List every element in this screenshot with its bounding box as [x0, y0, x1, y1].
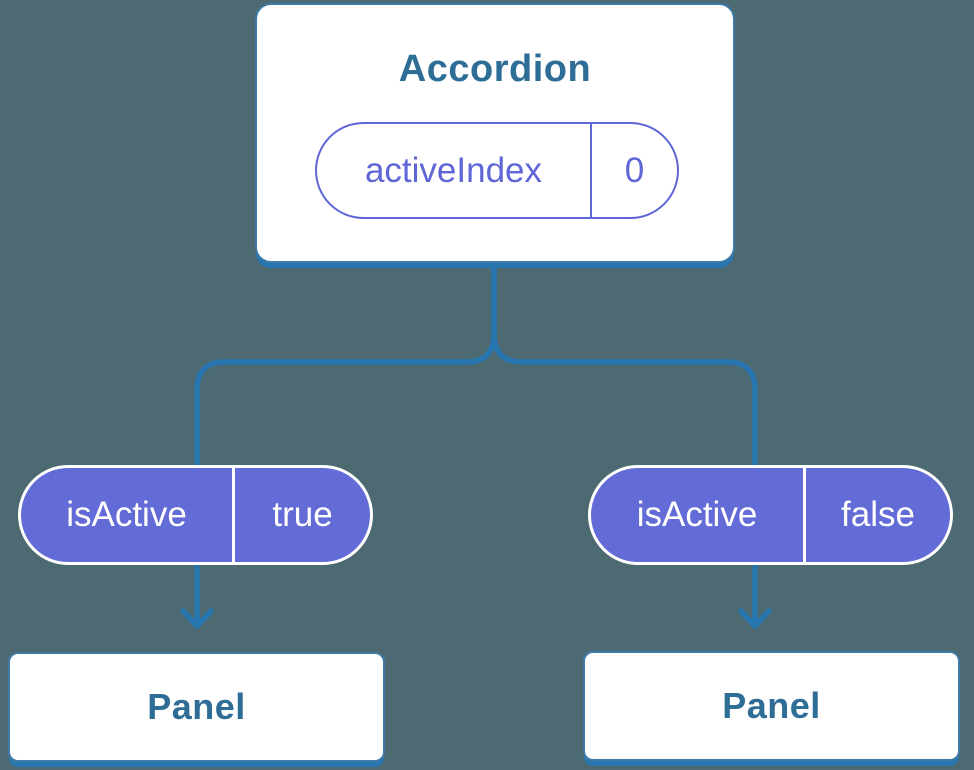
state-name: activeIndex	[364, 150, 543, 190]
edge-root-to-right-pill	[491, 331, 758, 470]
component-node-panel-right: Panel	[583, 651, 960, 761]
arrow-right-head	[738, 608, 772, 629]
prop-pill-isactive-left: isActive true	[18, 465, 373, 565]
component-node-panel-left: Panel	[8, 652, 385, 762]
prop-name: isActive	[66, 495, 187, 534]
prop-value: true	[232, 468, 370, 562]
component-label-panel: Panel	[147, 686, 246, 727]
state-pill-activeindex: activeIndex 0	[315, 122, 679, 219]
prop-value: false	[803, 468, 950, 562]
arrow-left-head	[180, 608, 214, 629]
component-label-panel: Panel	[722, 685, 821, 726]
component-node-accordion: Accordion activeIndex 0	[255, 3, 735, 263]
state-value: 0	[590, 124, 677, 217]
prop-pill-isactive-right: isActive false	[588, 465, 953, 565]
component-label-accordion: Accordion	[398, 48, 592, 90]
prop-name: isActive	[636, 495, 758, 534]
edge-root-to-left-pill	[194, 262, 497, 470]
